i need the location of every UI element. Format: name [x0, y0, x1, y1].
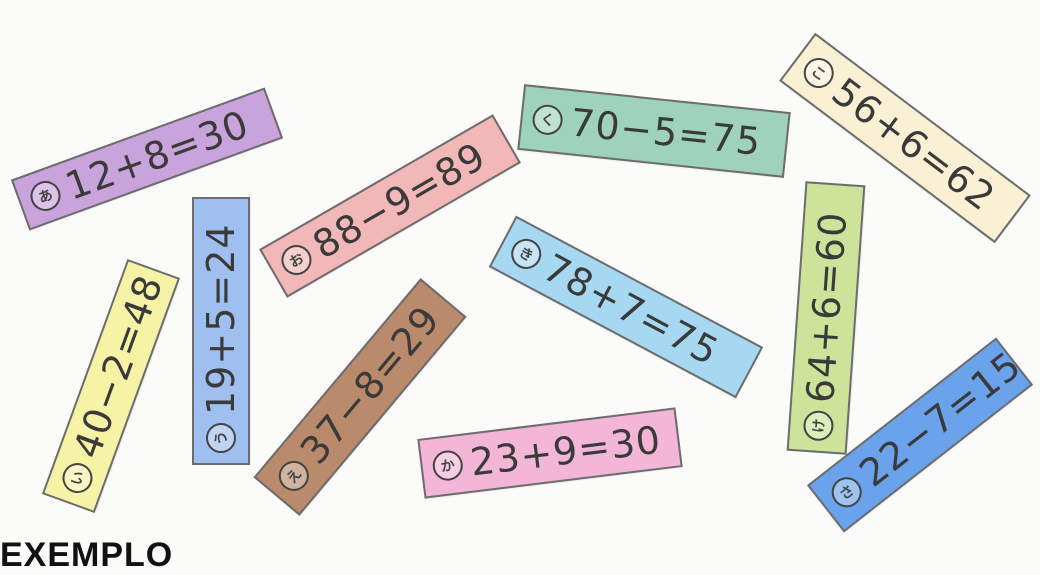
- equation-card-ke: け 64+6=60: [786, 181, 866, 455]
- card-badge: え: [272, 454, 315, 498]
- card-equation: 23+9=30: [467, 417, 664, 485]
- equation-card-o: お 88−9=89: [259, 114, 521, 298]
- card-badge: う: [206, 423, 236, 453]
- card-badge: あ: [26, 176, 65, 216]
- card-badge: い: [58, 458, 97, 498]
- card-badge: さ: [825, 471, 868, 514]
- card-equation: 88−9=89: [305, 133, 494, 268]
- equation-card-ki: き 78+7=75: [488, 215, 764, 399]
- card-badge: こ: [797, 51, 840, 95]
- card-equation: 40−2=48: [64, 268, 172, 465]
- card-badge: か: [431, 448, 465, 483]
- card-equation: 19+5=24: [199, 223, 243, 415]
- example-label: EXEMPLO: [0, 536, 174, 574]
- card-equation: 64+6=60: [798, 210, 856, 405]
- equation-card-ka: か 23+9=30: [417, 407, 683, 499]
- equation-card-ku: く 70−5=75: [517, 84, 791, 178]
- card-equation: 12+8=30: [59, 101, 255, 209]
- equation-card-i: い 40−2=48: [41, 258, 181, 514]
- card-badge: く: [531, 103, 565, 137]
- card-equation: 70−5=75: [568, 100, 764, 165]
- card-badge: お: [275, 239, 317, 281]
- card-equation: 78+7=75: [536, 245, 727, 375]
- card-badge: き: [505, 233, 547, 275]
- card-equation: 22−7=15: [851, 342, 1030, 496]
- equation-card-u: う 19+5=24: [192, 197, 250, 465]
- card-badge: け: [802, 409, 835, 442]
